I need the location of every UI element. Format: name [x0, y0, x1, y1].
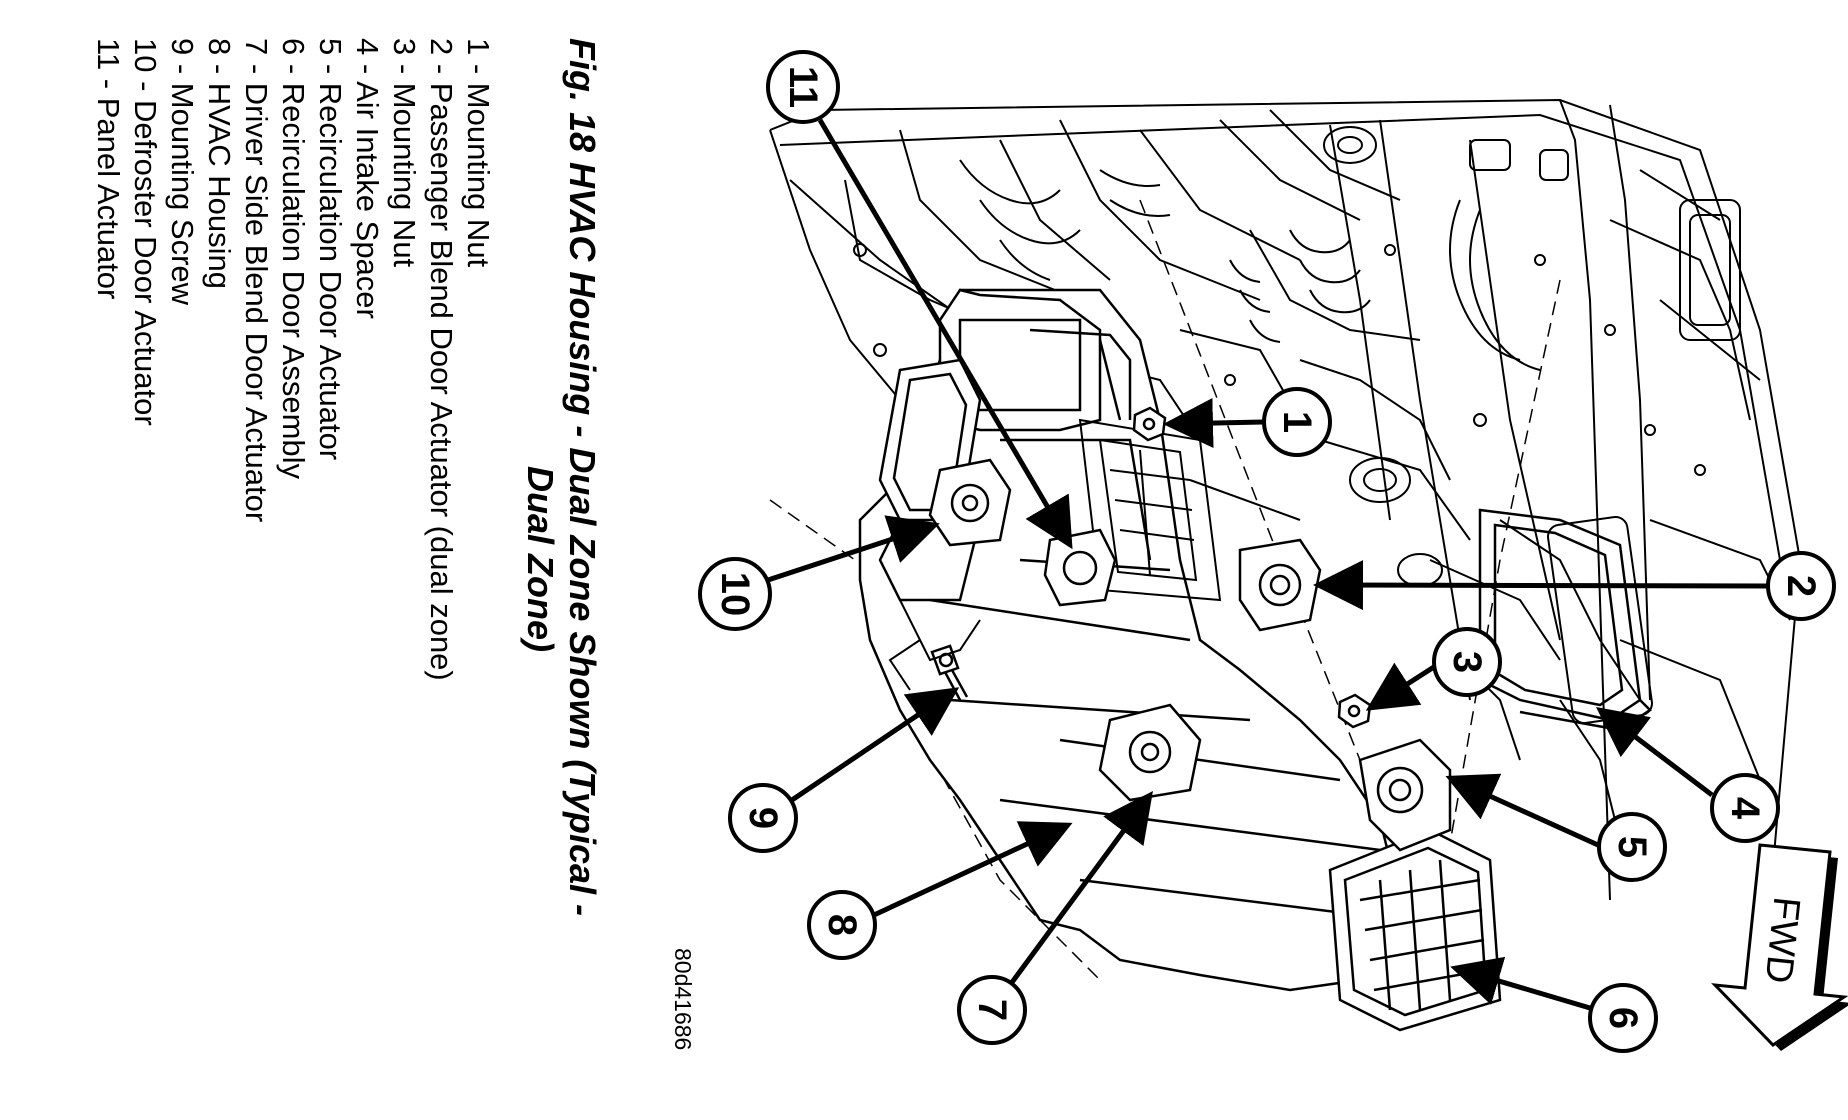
leader-arrow-11: [817, 118, 1073, 550]
driver-blend-door-actuator: [1098, 703, 1202, 802]
legend-item-11: 11 - Panel Actuator: [91, 38, 126, 300]
leader-arrow-6: [1450, 956, 1591, 1011]
svg-text:11: 11: [781, 66, 825, 108]
figure-title-line-2: Dual Zone): [520, 466, 561, 652]
mounting-nut-3: [1337, 693, 1372, 729]
air-intake-spacer: [1478, 508, 1652, 732]
legend-item-3: 3 - Mounting Nut: [387, 38, 422, 268]
callout-11: 11: [766, 50, 840, 124]
svg-text:6: 6: [1601, 1007, 1645, 1029]
legend-item-9: 9 - Mounting Screw: [165, 38, 200, 306]
mounting-nut-1: [1132, 406, 1167, 442]
legend-item-2: 2 - Passenger Blend Door Actuator (dual …: [424, 38, 459, 681]
parts-legend: 1 - Mounting Nut 2 - Passenger Blend Doo…: [90, 38, 497, 681]
leader-arrow-1: [1163, 398, 1264, 449]
legend-item-8: 8 - HVAC Housing: [202, 38, 237, 289]
svg-text:2: 2: [1779, 575, 1823, 597]
callout-10: 10: [698, 557, 772, 631]
svg-text:FWD: FWD: [1757, 895, 1808, 985]
hvac-lower-bracket: [888, 599, 981, 691]
recirculation-door-actuator: [1358, 738, 1452, 852]
figure-reference-code: 80d41686: [670, 948, 696, 1051]
callout-7: 7: [957, 975, 1027, 1045]
leader-arrow-10: [767, 515, 940, 583]
hvac-housing-body: [858, 288, 1412, 992]
legend-item-6: 6 - Recirculation Door Assembly: [276, 38, 311, 480]
callout-9: 9: [728, 783, 798, 853]
callout-3: 3: [1432, 627, 1502, 697]
callout-6: 6: [1588, 983, 1658, 1053]
callout-4: 4: [1710, 773, 1780, 843]
passenger-blend-door-actuator: [1238, 538, 1322, 632]
leader-arrow-3: [1365, 662, 1439, 711]
leader-arrow-4: [1596, 706, 1714, 797]
legend-item-7: 7 - Driver Side Blend Door Actuator: [239, 38, 274, 523]
callout-1: 1: [1262, 387, 1332, 457]
fwd-arrow: FWD: [1711, 843, 1848, 1051]
callout-2: 2: [1766, 551, 1836, 621]
svg-text:9: 9: [741, 807, 785, 829]
leader-arrow-2: [1313, 560, 1769, 611]
legend-item-4: 4 - Air Intake Spacer: [350, 38, 385, 319]
callout-8: 8: [807, 890, 877, 960]
figure-title: Fig. 18 HVAC Housing - Dual Zone Shown (…: [519, 38, 603, 916]
leader-arrows: [767, 118, 1769, 1011]
leader-arrow-7: [1007, 790, 1153, 987]
figure-title-line-1: Fig. 18 HVAC Housing - Dual Zone Shown (…: [562, 38, 603, 917]
legend-item-5: 5 - Recirculation Door Actuator: [313, 38, 348, 461]
leader-arrow-9: [790, 687, 960, 803]
callout-5: 5: [1597, 812, 1667, 882]
leader-arrow-5: [1445, 773, 1600, 848]
defroster-door-actuator: [928, 458, 1012, 547]
svg-text:3: 3: [1445, 651, 1489, 673]
svg-text:8: 8: [820, 914, 864, 936]
svg-text:5: 5: [1610, 836, 1654, 858]
legend-item-1: 1 - Mounting Nut: [461, 38, 496, 268]
recirculation-door-assembly: [1328, 828, 1502, 1032]
svg-text:1: 1: [1275, 411, 1319, 433]
svg-text:7: 7: [970, 999, 1014, 1021]
legend-item-10: 10 - Defroster Door Actuator: [128, 38, 163, 426]
leader-arrow-8: [872, 821, 1073, 918]
svg-text:4: 4: [1723, 797, 1767, 820]
panel-actuator: [1043, 528, 1117, 607]
svg-text:10: 10: [713, 572, 757, 617]
